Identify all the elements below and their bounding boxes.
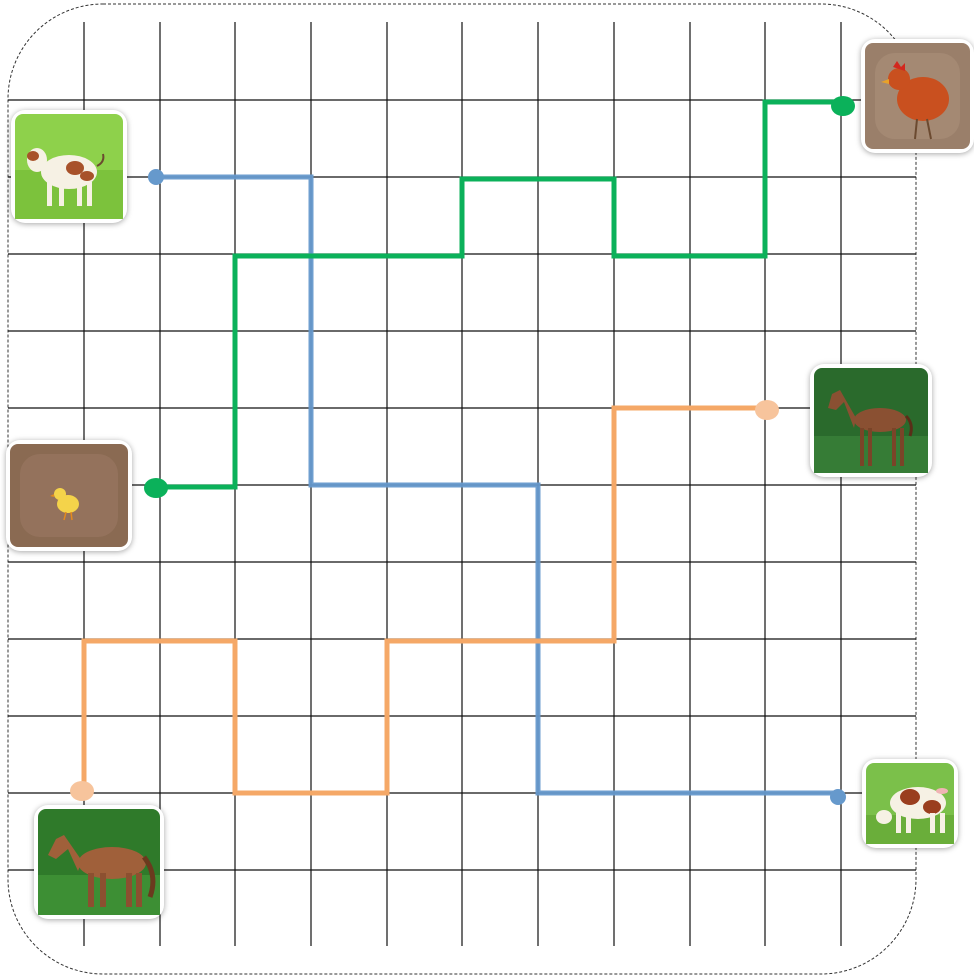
foal-card (810, 364, 932, 477)
path-end-dot (831, 96, 855, 116)
hen-card (861, 39, 974, 153)
hen-icon (861, 39, 974, 153)
chick-card (6, 440, 132, 551)
path-line (84, 408, 765, 793)
path-start-dot (148, 169, 164, 185)
horse-icon (34, 805, 164, 919)
path-start-dot (70, 781, 94, 801)
calf-icon (11, 110, 127, 223)
path-end-dot (830, 789, 846, 805)
path-calf-to-cow (148, 169, 846, 805)
cow-card (862, 759, 958, 848)
calf-card (11, 110, 127, 223)
cow-icon (862, 759, 958, 848)
path-horse-to-foal (70, 400, 779, 801)
foal-icon (810, 364, 932, 477)
path-chick-to-hen (144, 96, 855, 498)
path-start-dot (144, 478, 168, 498)
path-end-dot (755, 400, 779, 420)
horse-card (34, 805, 164, 919)
path-line (160, 102, 841, 487)
chick-icon (6, 440, 132, 551)
